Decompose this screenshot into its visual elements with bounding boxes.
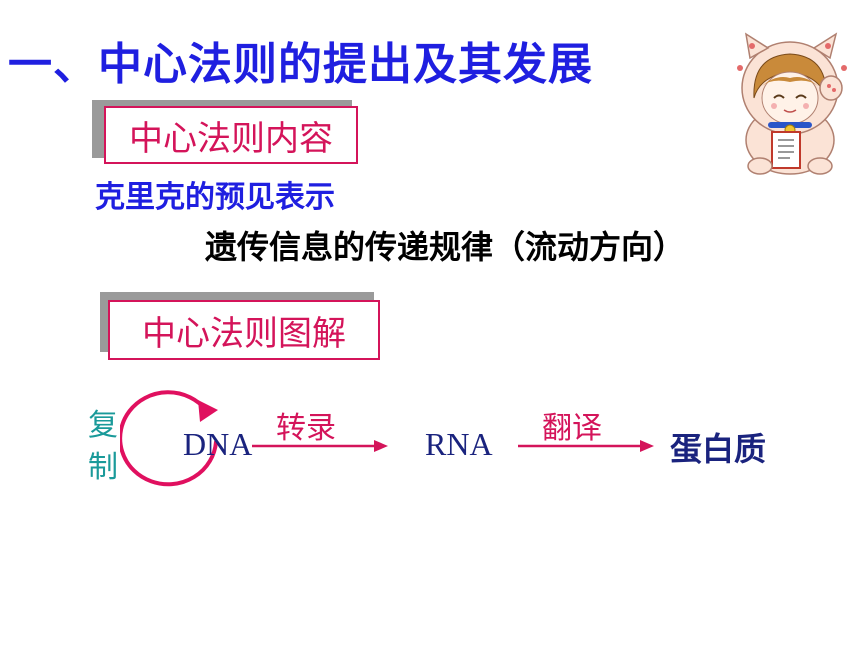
translation-label: 翻译	[542, 411, 602, 446]
replication-label-char-1: 复	[88, 408, 118, 443]
transcription-label: 转录	[276, 411, 336, 446]
replication-loop-arrow	[120, 390, 218, 487]
section-content-box: 中心法则内容	[92, 100, 362, 166]
rna-label: RNA	[425, 426, 493, 462]
cat-girl-mascot-icon	[737, 32, 847, 175]
dna-label: DNA	[183, 426, 253, 462]
crick-prediction-text: 克里克的预见表示	[95, 180, 335, 215]
section-content-label: 中心法则内容	[104, 106, 358, 164]
protein-label: 蛋白质	[670, 430, 767, 468]
translation-arrow	[518, 440, 654, 452]
replication-label-char-2: 制	[88, 450, 118, 485]
section-diagram-label: 中心法则图解	[108, 300, 380, 360]
section-diagram-box: 中心法则图解	[100, 292, 390, 362]
page-title: 一、中心法则的提出及其发展	[8, 39, 593, 90]
transcription-arrow	[252, 440, 388, 452]
flow-direction-text: 遗传信息的传递规律（流动方向）	[205, 228, 686, 266]
